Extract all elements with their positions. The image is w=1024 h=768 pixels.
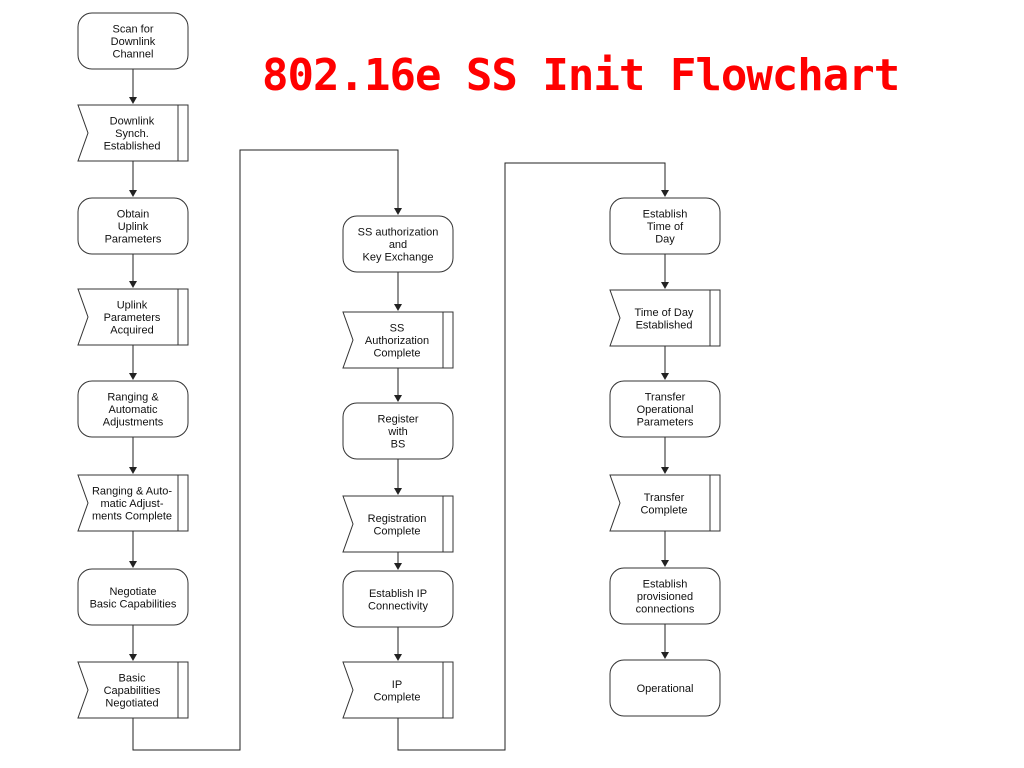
node-label: Complete xyxy=(373,348,420,360)
node-label: Complete xyxy=(640,504,687,516)
process-box-obtain-uplink xyxy=(77,197,189,255)
node-label: matic Adjust- xyxy=(101,498,164,510)
node-label: Day xyxy=(655,234,675,246)
node-label: Basic xyxy=(119,673,146,685)
node-label: Time of Day xyxy=(635,307,694,319)
node-label: SS xyxy=(390,323,405,335)
node-label: Capabilities xyxy=(104,685,161,697)
node-label: Transfer xyxy=(645,392,686,404)
node-label: Downlink xyxy=(111,36,156,48)
node-label: Basic Capabilities xyxy=(90,598,177,610)
node-label: Operational xyxy=(637,404,694,416)
process-box-establish-ip xyxy=(342,570,454,628)
node-label: Connectivity xyxy=(368,600,428,612)
process-box-register-bs xyxy=(342,402,454,460)
node-label: Register xyxy=(378,414,419,426)
node-label: BS xyxy=(391,439,406,451)
status-box-downlink-synch xyxy=(77,104,189,162)
status-box-ranging-complete xyxy=(77,474,189,532)
node-label: Adjustments xyxy=(103,417,164,429)
node-label: Transfer xyxy=(644,492,685,504)
node-label: Complete xyxy=(373,525,420,537)
node-label: Negotiate xyxy=(109,586,156,598)
process-box-scan-downlink xyxy=(77,12,189,70)
process-box-ranging xyxy=(77,380,189,438)
node-label: Establish xyxy=(643,209,688,221)
node-label: and xyxy=(389,239,407,251)
process-box-ss-authorization xyxy=(342,215,454,273)
node-label: Key Exchange xyxy=(363,252,434,264)
node-label: Parameters xyxy=(637,417,694,429)
connector-arrow xyxy=(397,162,669,751)
process-box-establish-provisioned xyxy=(609,567,721,625)
node-label: Scan for xyxy=(113,24,154,36)
node-label: Establish xyxy=(643,579,688,591)
node-label: ments Complete xyxy=(92,511,172,523)
status-box-uplink-acquired xyxy=(77,288,189,346)
node-label: Uplink xyxy=(118,221,149,233)
node-label: Time of xyxy=(647,221,684,233)
node-label: provisioned xyxy=(637,591,693,603)
node-label: Parameters xyxy=(104,312,161,324)
node-label: Channel xyxy=(113,49,154,61)
node-label: with xyxy=(387,426,408,438)
node-label: Acquired xyxy=(110,325,153,337)
status-box-ss-auth-complete xyxy=(342,311,454,369)
status-box-ip-complete xyxy=(342,661,454,719)
node-label: SS authorization xyxy=(358,227,439,239)
node-label: IP xyxy=(392,679,402,691)
node-label: Establish IP xyxy=(369,588,427,600)
node-label: Negotiated xyxy=(105,698,158,710)
node-label: Established xyxy=(104,141,161,153)
node-label: Uplink xyxy=(117,300,148,312)
status-box-transfer-complete xyxy=(609,474,721,532)
node-label: Parameters xyxy=(105,234,162,246)
process-box-operational xyxy=(609,659,721,717)
node-label: Automatic xyxy=(109,404,158,416)
node-label: Ranging & Auto- xyxy=(92,486,172,498)
node-label: connections xyxy=(636,604,695,616)
node-label: Complete xyxy=(373,691,420,703)
page-title: 802.16e SS Init Flowchart xyxy=(262,50,900,101)
process-box-establish-time xyxy=(609,197,721,255)
node-label: Synch. xyxy=(115,128,149,140)
node-label: Operational xyxy=(637,683,694,695)
process-box-negotiate-basic xyxy=(77,568,189,626)
status-box-time-established xyxy=(609,289,721,347)
status-box-registration-complete xyxy=(342,495,454,553)
status-box-basic-negotiated xyxy=(77,661,189,719)
node-label: Obtain xyxy=(117,209,149,221)
node-label: Ranging & xyxy=(107,392,159,404)
node-label: Authorization xyxy=(365,335,429,347)
node-label: Registration xyxy=(368,513,427,525)
node-label: Established xyxy=(636,319,693,331)
node-label: Downlink xyxy=(110,116,155,128)
process-box-transfer-params xyxy=(609,380,721,438)
connector-arrow xyxy=(132,149,402,751)
